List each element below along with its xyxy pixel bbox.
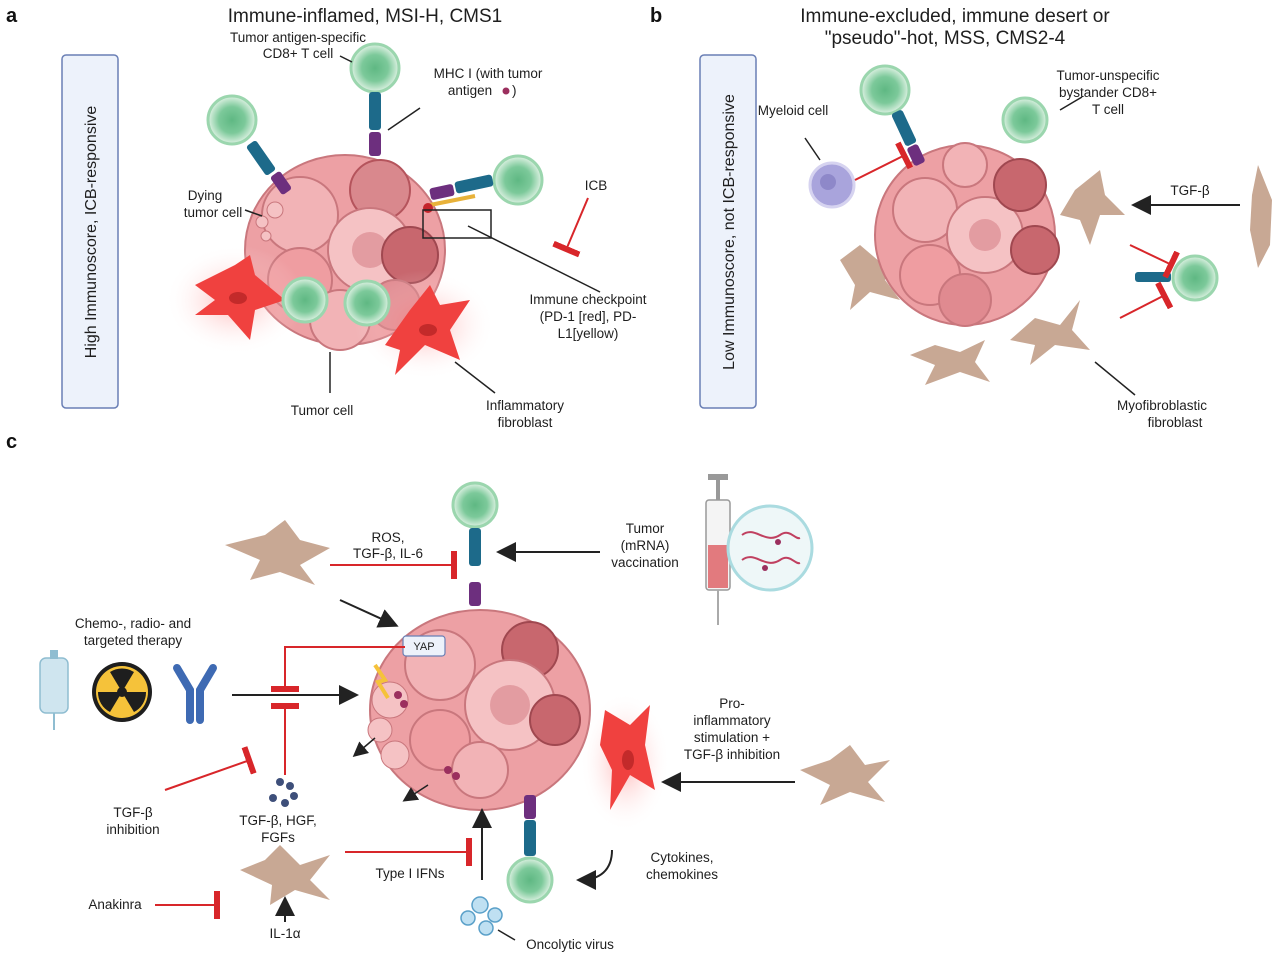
label-myofibro-line1: Myofibroblastic: [1117, 398, 1207, 413]
label-anakinra: Anakinra: [88, 897, 142, 912]
panel-b-letter: b: [650, 5, 662, 27]
panel-b-side-box: Low Immunoscore, not ICB-responsive: [699, 54, 757, 409]
label-bystander-line1: Tumor-unspecific: [1056, 68, 1159, 83]
label-ros-line2: TGF-β, IL-6: [353, 546, 423, 561]
label-virus: Oncolytic virus: [526, 937, 614, 952]
label-yap: YAP: [413, 641, 434, 653]
tcell-c-bottom: [506, 795, 554, 904]
tcell-a-right: [423, 154, 544, 213]
inflammatory-fibroblast-c: [580, 692, 670, 832]
panel-b-side-label: Low Immunoscore, not ICB-responsive: [721, 94, 738, 370]
label-vaccine-line3: vaccination: [611, 555, 679, 570]
tcell-c-top: [451, 481, 499, 606]
fibroblast-c-top: [225, 520, 330, 585]
label-mhc-line1: MHC I (with tumor: [434, 66, 543, 81]
syringe-icon: [705, 474, 731, 625]
label-proinf-line4: TGF-β inhibition: [684, 747, 780, 762]
label-checkpoint-line1: Immune checkpoint: [529, 292, 646, 307]
label-tcell-line2: CD8+ T cell: [263, 46, 333, 61]
tcell-a-inside-2: [343, 279, 391, 327]
label-checkpoint-line2: (PD-1 [red], PD-: [540, 309, 637, 324]
label-ifn: Type I IFNs: [375, 866, 444, 881]
panel-b-title-line1: Immune-excluded, immune desert or: [800, 6, 1110, 27]
label-cytokines-line1: Cytokines,: [650, 850, 713, 865]
label-proinf-line1: Pro-: [719, 696, 745, 711]
radiation-icon: [92, 662, 152, 722]
label-vaccine-line1: Tumor: [626, 521, 665, 536]
checkpoint-box: [422, 209, 492, 239]
label-chemo-line2: targeted therapy: [84, 633, 183, 648]
tcell-a-top: [349, 42, 401, 156]
panel-a-letter: a: [6, 5, 18, 27]
panel-a-side-box: High Immunoscore, ICB-responsive: [61, 54, 119, 409]
tcell-a-left: [206, 94, 292, 195]
panel-a-title: Immune-inflamed, MSI-H, CMS1: [228, 6, 503, 27]
tumor-mass-b: [874, 142, 1060, 327]
mrna-icon: [726, 504, 814, 592]
antibody-icon: [173, 664, 217, 724]
label-checkpoint-line3: L1[yellow): [558, 326, 619, 341]
label-tumor-cell: Tumor cell: [291, 403, 354, 418]
label-tgfb-b: TGF-β: [1170, 183, 1209, 198]
label-proinf-line2: inflammatory: [693, 713, 771, 728]
myeloid-cell: [808, 161, 856, 209]
yap-box: YAP: [402, 635, 446, 657]
cytokine-ring-icon: [269, 778, 298, 807]
tumor-mass-c: [367, 609, 591, 811]
icb-inhibit-line: [552, 197, 589, 258]
label-fibro-line1: Inflammatory: [486, 398, 564, 413]
label-proinf-line3: stimulation +: [694, 730, 770, 745]
panel-c-letter: c: [6, 431, 17, 453]
tumor-antigen-icon: [502, 87, 510, 95]
label-factors-line2: FGFs: [261, 830, 295, 845]
label-bystander-line2: bystander CD8+: [1059, 85, 1157, 100]
label-fibro-line2: fibroblast: [498, 415, 553, 430]
tcell-b-right: [1135, 254, 1219, 302]
label-tgfb-inh-line1: TGF-β: [113, 805, 152, 820]
label-myofibro-line2: fibroblast: [1148, 415, 1203, 430]
label-chemo-line1: Chemo-, radio- and: [75, 616, 191, 631]
label-bystander-line3: T cell: [1092, 102, 1124, 117]
fibroblast-c-right: [800, 745, 890, 805]
label-factors-line1: TGF-β, HGF,: [239, 813, 317, 828]
label-cytokines-line2: chemokines: [646, 867, 718, 882]
label-il1: IL-1α: [269, 926, 300, 941]
inflammatory-fibroblast-left: [165, 245, 305, 355]
label-icb: ICB: [585, 178, 608, 193]
label-mhc-line2: antigen: [448, 83, 492, 98]
oncolytic-virus-icon: [460, 896, 503, 936]
free-fibroblast: [1250, 165, 1272, 268]
label-vaccine-line2: (mRNA): [621, 538, 670, 553]
tcell-b-top: [859, 64, 925, 166]
tcell-a-inside-1: [281, 276, 329, 324]
label-tcell-line1: Tumor antigen-specific: [230, 30, 366, 45]
panel-b-title-line2: "pseudo"-hot, MSS, CMS2-4: [825, 28, 1066, 49]
label-tgfb-inh-line2: inhibition: [106, 822, 159, 837]
label-myeloid: Myeloid cell: [758, 103, 829, 118]
fibroblast-c-bottom: [240, 845, 330, 905]
tcell-b-bystander: [1001, 96, 1049, 144]
label-dying-line2: tumor cell: [184, 205, 243, 220]
label-mhc-line2b: ): [512, 83, 517, 98]
iv-bag-icon: [39, 650, 69, 730]
label-ros-line1: ROS,: [371, 530, 404, 545]
label-dying-line1: Dying: [188, 188, 223, 203]
panel-a-side-label: High Immunoscore, ICB-responsive: [83, 106, 100, 359]
inflammatory-fibroblast-right: [355, 270, 495, 380]
